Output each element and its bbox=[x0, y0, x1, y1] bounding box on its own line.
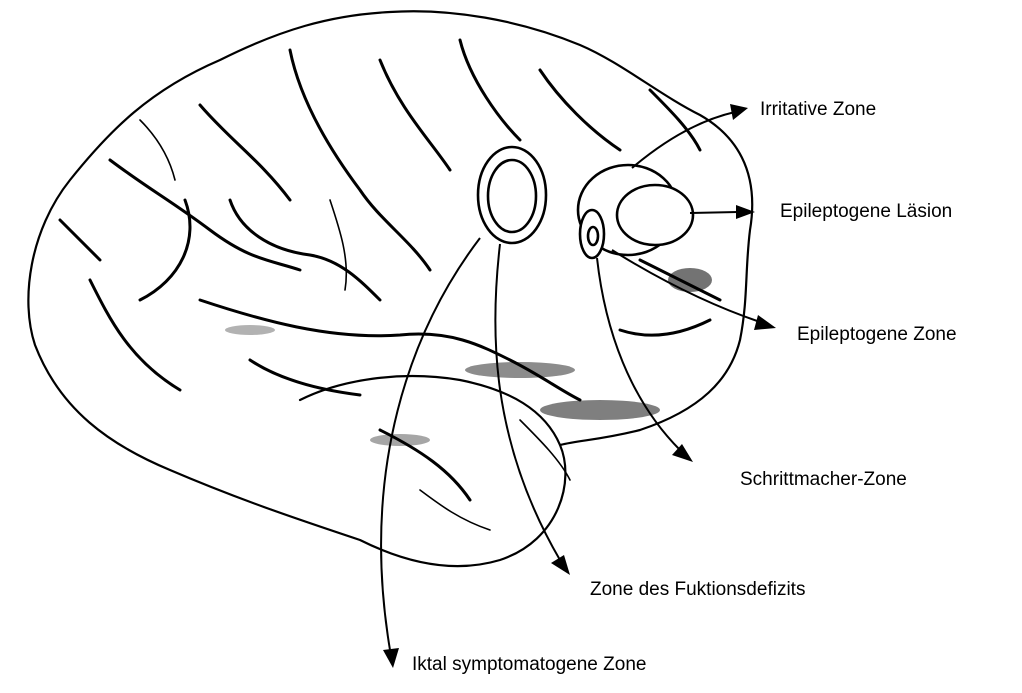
lesion-ellipse bbox=[617, 185, 693, 245]
arrow-lesion bbox=[690, 212, 738, 213]
label-epileptogenic-lesion: Epileptogene Läsion bbox=[780, 202, 952, 221]
zone-ring-left-inner bbox=[488, 160, 536, 232]
arrow-deficit bbox=[495, 244, 560, 560]
sulci bbox=[60, 40, 720, 530]
brain-outline bbox=[28, 11, 752, 566]
stipple-shading bbox=[225, 268, 712, 446]
label-functional-deficit-zone: Zone des Fuktionsdefizits bbox=[590, 580, 805, 599]
label-epileptogenic-zone: Epileptogene Zone bbox=[797, 325, 957, 344]
pacemaker-ellipse-inner bbox=[588, 227, 598, 245]
arrow-irritative bbox=[632, 112, 735, 168]
label-ictal-symptomatogenic-zone: Iktal symptomatogene Zone bbox=[412, 655, 646, 674]
arrow-pacemaker bbox=[597, 258, 680, 450]
label-irritative-zone: Irritative Zone bbox=[760, 100, 876, 119]
label-pacemaker-zone: Schrittmacher-Zone bbox=[740, 470, 907, 489]
temporal-lobe-contour bbox=[300, 376, 560, 445]
